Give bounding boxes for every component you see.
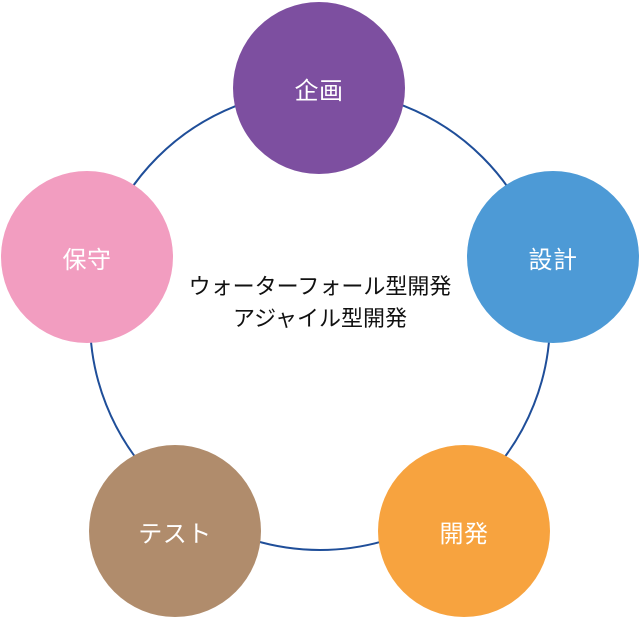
phase-node-development: 開発 [378,445,550,617]
phase-label-maintenance: 保守 [62,245,112,274]
center-caption-line-2: アジャイル型開発 [232,307,408,332]
phase-label-planning: 企画 [294,76,344,105]
phase-node-design: 設計 [467,171,639,343]
center-caption: ウォーターフォール型開発 アジャイル型開発 [150,272,490,336]
phase-node-planning: 企画 [233,2,405,174]
phase-node-test: テスト [89,445,261,617]
phase-label-development: 開発 [439,519,489,548]
phase-node-maintenance: 保守 [1,171,173,343]
phase-label-test: テスト [138,519,212,548]
phase-label-design: 設計 [528,245,578,274]
center-caption-line-1: ウォーターフォール型開発 [188,275,452,300]
